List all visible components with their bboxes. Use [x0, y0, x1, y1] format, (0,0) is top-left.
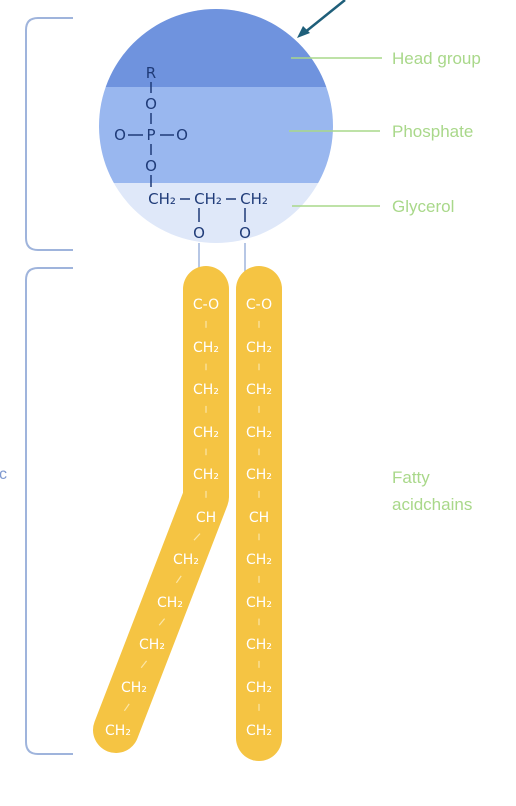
- chain-right-atom-7: CH₂: [246, 595, 272, 611]
- chain-right-atom-10: CH₂: [246, 723, 272, 739]
- chain-left-bond-5: [193, 533, 201, 541]
- chain-left-atom-7: CH₂: [157, 595, 183, 611]
- phosphate-label: Phosphate: [392, 122, 473, 141]
- hydrophilic-bracket: [25, 17, 73, 251]
- chain-left-bond-9: [123, 703, 130, 712]
- chain-left-bond-7: [158, 618, 166, 626]
- chain-left-atom-1: CH₂: [193, 340, 219, 356]
- chain-left-atom-3: CH₂: [193, 425, 219, 441]
- glycerol-carbon-1: CH₂: [148, 190, 176, 208]
- chain-left-atom-8: CH₂: [139, 637, 165, 653]
- oxygen-atom-right: O: [176, 126, 188, 144]
- chain-right-atom-6: CH₂: [246, 552, 272, 568]
- oxygen-atom-top: O: [145, 95, 157, 113]
- chain-left-atoms: C-O CH₂ CH₂ CH₂ CH₂ CH CH₂ CH₂ CH₂ CH₂ CH₂: [105, 297, 219, 739]
- fatty-acid-label-line1: Fatty: [392, 468, 430, 487]
- chain-left-bond-8: [140, 660, 148, 669]
- chain-left-atom-9: CH₂: [121, 680, 147, 696]
- glycerol-carbon-3: CH₂: [240, 190, 268, 208]
- chain-right-atom-5: CH: [249, 510, 269, 526]
- chain-right-atom-3: CH₂: [246, 425, 272, 441]
- arrow-line: [303, 0, 346, 34]
- chain-left-atom-0: C-O: [193, 297, 219, 313]
- phosphorus-atom: P: [146, 126, 155, 144]
- hydrophobic-bracket: [25, 267, 73, 755]
- chain-right-atom-4: CH₂: [246, 467, 272, 483]
- chain-right-atom-1: CH₂: [246, 340, 272, 356]
- head-group-label: Head group: [392, 49, 481, 68]
- chain-left-atom-6: CH₂: [173, 552, 199, 568]
- phosphate-structure: R O P O O O: [114, 64, 188, 187]
- chain-left-atom-4: CH₂: [193, 467, 219, 483]
- fatty-acid-label-line2: acidchains: [392, 495, 472, 514]
- chain-right-atom-9: CH₂: [246, 680, 272, 696]
- oxygen-atom-left: O: [114, 126, 126, 144]
- chain-right-atom-2: CH₂: [246, 382, 272, 398]
- glycerol-carbon-2: CH₂: [194, 190, 222, 208]
- glycerol-structure: CH₂ CH₂ CH₂ O O: [148, 190, 268, 242]
- glycerol-label: Glycerol: [392, 197, 454, 216]
- ester-oxygen-right: O: [239, 224, 251, 242]
- chain-left-atom-5: CH: [196, 510, 216, 526]
- chain-left-bond-6: [175, 575, 182, 584]
- cut-off-bracket-text: c: [0, 466, 7, 483]
- ester-oxygen-left: O: [193, 224, 205, 242]
- head-group-region: [99, 9, 333, 87]
- chain-right-atoms: C-O CH₂ CH₂ CH₂ CH₂ CH CH₂ CH₂ CH₂ CH₂ CH₂: [246, 297, 272, 739]
- chain-right-atom-0: C-O: [246, 297, 272, 313]
- r-atom: R: [146, 64, 156, 82]
- chain-right-atom-8: CH₂: [246, 637, 272, 653]
- chain-left-atom-2: CH₂: [193, 382, 219, 398]
- chain-left-atom-10: CH₂: [105, 723, 131, 739]
- arrow-head-icon: [297, 26, 310, 38]
- oxygen-atom-bottom: O: [145, 157, 157, 175]
